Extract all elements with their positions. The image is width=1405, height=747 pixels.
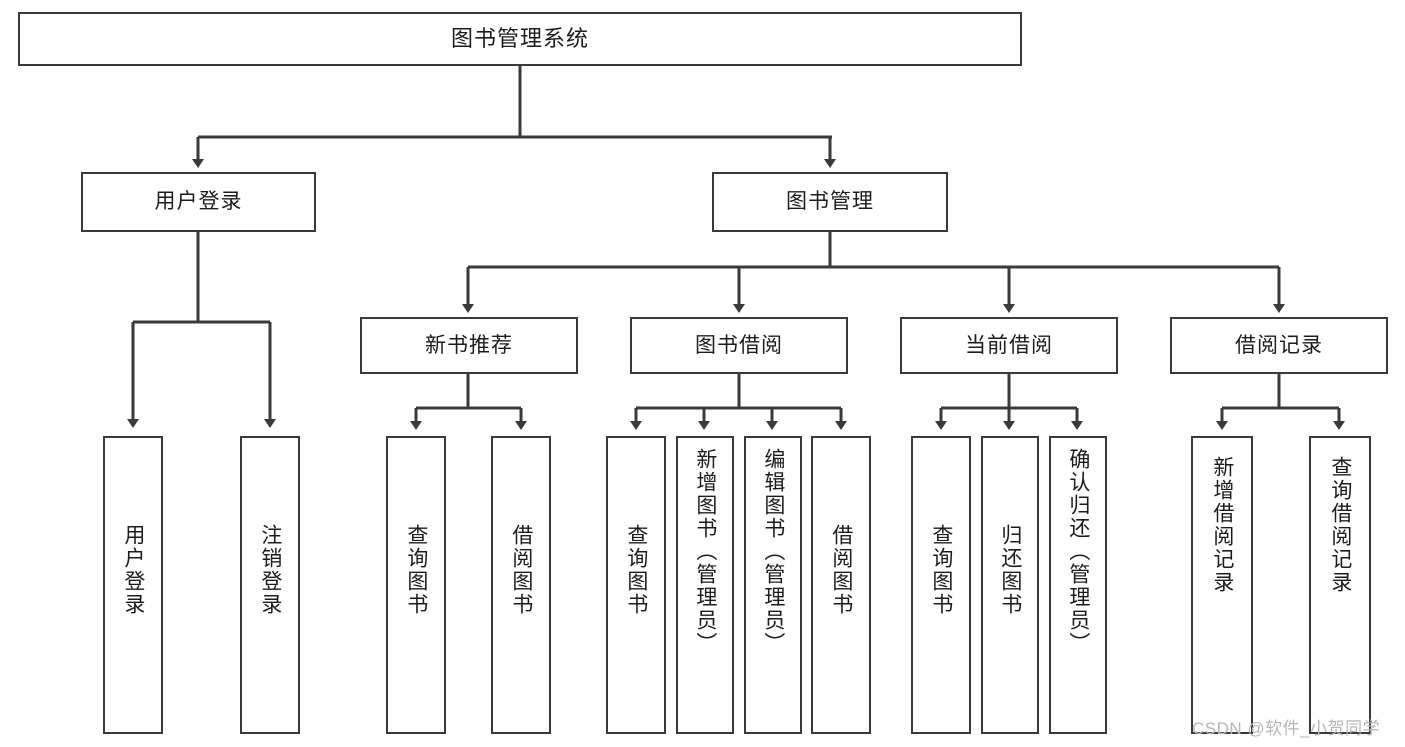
leaf-label: 注销登录 <box>258 524 282 616</box>
node-book-management[interactable]: 图书管理 <box>712 172 948 232</box>
leaf-edit-book-admin[interactable]: 编辑图书（管理员） <box>744 436 802 734</box>
leaf-label: 归还图书 <box>998 524 1022 616</box>
node-label: 当前借阅 <box>965 333 1053 357</box>
leaf-label: 用户登录 <box>121 524 145 616</box>
node-label: 图书管理系统 <box>450 25 589 51</box>
leaf-label: 新增借阅记录 <box>1210 456 1234 594</box>
node-label: 新书推荐 <box>425 333 513 357</box>
leaf-query-book-current[interactable]: 查询图书 <box>911 436 971 734</box>
node-new-book-recommend[interactable]: 新书推荐 <box>360 317 578 374</box>
leaf-label: 查询图书 <box>624 524 648 616</box>
leaf-borrow-book-recommend[interactable]: 借阅图书 <box>491 436 551 734</box>
node-label: 用户登录 <box>154 190 243 214</box>
leaf-add-book-admin[interactable]: 新增图书（管理员） <box>676 436 734 734</box>
leaf-label: 编辑图书（管理员） <box>761 448 785 655</box>
leaf-confirm-return-admin[interactable]: 确认归还（管理员） <box>1049 436 1107 734</box>
leaf-label: 查询图书 <box>929 524 953 616</box>
node-label: 借阅记录 <box>1235 333 1323 357</box>
leaf-query-book-borrow[interactable]: 查询图书 <box>606 436 666 734</box>
leaf-label: 确认归还（管理员） <box>1066 448 1090 655</box>
node-label: 图书管理 <box>786 190 874 214</box>
leaf-user-login[interactable]: 用户登录 <box>103 436 163 734</box>
leaf-label: 新增图书（管理员） <box>693 448 717 655</box>
node-label: 图书借阅 <box>695 333 783 357</box>
leaf-add-borrow-record[interactable]: 新增借阅记录 <box>1191 436 1253 734</box>
leaf-borrow-book[interactable]: 借阅图书 <box>811 436 871 734</box>
node-borrow-record[interactable]: 借阅记录 <box>1170 317 1388 374</box>
node-user-login[interactable]: 用户登录 <box>81 172 316 232</box>
leaf-return-book[interactable]: 归还图书 <box>981 436 1039 734</box>
leaf-query-book-recommend[interactable]: 查询图书 <box>386 436 446 734</box>
node-current-borrow[interactable]: 当前借阅 <box>900 317 1118 374</box>
leaf-query-borrow-record[interactable]: 查询借阅记录 <box>1309 436 1371 734</box>
leaf-label: 借阅图书 <box>509 524 533 616</box>
node-book-borrow[interactable]: 图书借阅 <box>630 317 848 374</box>
leaf-logout[interactable]: 注销登录 <box>240 436 300 734</box>
watermark: CSDN @软件_小贺同学 <box>1192 719 1381 738</box>
leaf-label: 查询借阅记录 <box>1328 456 1352 594</box>
leaf-label: 借阅图书 <box>829 524 853 616</box>
node-root-system[interactable]: 图书管理系统 <box>18 12 1022 66</box>
leaf-label: 查询图书 <box>404 524 428 616</box>
